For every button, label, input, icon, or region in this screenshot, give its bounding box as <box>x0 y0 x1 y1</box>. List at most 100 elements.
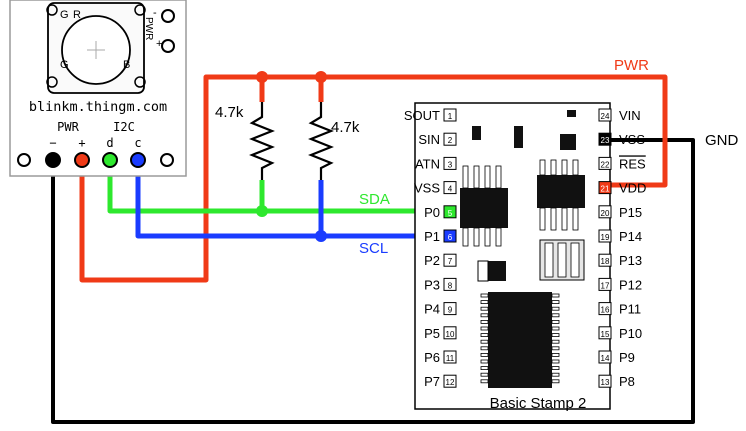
stamp-pin-number-right-22: 22 <box>601 160 610 169</box>
stamp-pin-label-left-8: P3 <box>424 277 440 292</box>
junction-sda <box>256 205 268 217</box>
stamp-pin-number-left-10: 10 <box>446 330 455 339</box>
stamp-pin-label-right-16: P11 <box>619 302 641 317</box>
main-chip-lead-right <box>551 346 560 351</box>
pad-mid-left <box>46 76 58 88</box>
stamp-pin-number-left-2: 2 <box>448 136 453 145</box>
main-chip-lead-left <box>480 352 489 357</box>
resistor-pack-element <box>570 242 580 278</box>
crystal <box>567 110 576 117</box>
main-chip-lead-left <box>480 306 489 311</box>
blinkm-mark-d: d <box>106 136 113 150</box>
stamp-pin-number-left-6: 6 <box>448 233 453 242</box>
eeprom-lead-bottom <box>484 227 491 247</box>
chip2-lead-top <box>572 159 579 176</box>
main-chip-lead-left <box>480 300 489 305</box>
chip2-lead-top <box>550 159 557 176</box>
stamp-pin-label-right-19: P14 <box>619 229 642 244</box>
stamp-pin-rows: 1SOUT2SIN3ATN4VSS5P06P17P28P39P410P511P6… <box>404 108 647 389</box>
main-chip-lead-right <box>551 339 560 344</box>
main-processor-chip <box>488 292 552 388</box>
chip2-lead-top <box>539 159 546 176</box>
main-chip-lead-right <box>551 313 560 318</box>
stamp-pin-label-left-9: P4 <box>424 302 440 317</box>
stamp-pin-label-left-6: P1 <box>424 229 440 244</box>
main-chip-lead-left <box>480 372 489 377</box>
stamp-pin-box-right-24 <box>598 108 612 122</box>
stamp-pin-box-left-1 <box>443 108 457 122</box>
main-chip-lead-right <box>551 293 560 298</box>
blinkm-pin-pwr <box>74 152 90 168</box>
main-chip-lead-right <box>551 372 560 377</box>
stamp-pin-number-right-17: 17 <box>601 281 610 290</box>
stamp-pin-number-left-1: 1 <box>448 112 453 121</box>
main-chip-lead-right <box>551 352 560 357</box>
wires <box>51 74 695 424</box>
stamp-pin-number-right-23: 23 <box>601 136 610 145</box>
stamp-pin-number-left-3: 3 <box>448 160 453 169</box>
blinkm-mark-c: c <box>134 136 141 150</box>
main-chip-lead-left <box>480 313 489 318</box>
main-chip-lead-left <box>480 293 489 298</box>
stamp-pin-box-right-19 <box>598 229 612 243</box>
stamp-pin-label-left-5: P0 <box>424 205 440 220</box>
interpreter-chip-small <box>537 175 585 208</box>
blinkm-pin-sda <box>102 152 118 168</box>
blinkm-pin-g: G <box>60 59 69 71</box>
main-chip-lead-right <box>551 333 560 338</box>
blinkm-i2c-label: I2C <box>113 120 135 134</box>
stamp-pin-label-left-3: ATN <box>415 156 440 171</box>
stamp-pin-box-left-5 <box>443 205 457 219</box>
stamp-pin-box-right-21 <box>598 181 612 195</box>
resistor-2-value: 4.7k <box>331 119 360 136</box>
stamp-pin-number-left-7: 7 <box>448 257 453 266</box>
pwr-wire <box>79 74 668 283</box>
stamp-pin-number-left-11: 11 <box>446 354 455 363</box>
scl-net-label: SCL <box>359 240 388 257</box>
main-chip-lead-right <box>551 300 560 305</box>
eeprom-lead-top <box>495 165 502 189</box>
stamp-pin-label-left-12: P7 <box>424 374 440 389</box>
stamp-pin-label-right-21: VDD <box>619 181 646 196</box>
stamp-pin-number-right-24: 24 <box>601 112 610 121</box>
junctions <box>256 71 327 242</box>
main-chip-lead-left <box>480 346 489 351</box>
stamp-pin-label-left-4: VSS <box>414 181 440 196</box>
main-chip-lead-left <box>480 326 489 331</box>
stamp-pin-label-right-17: P12 <box>619 277 642 292</box>
stamp-pin-number-left-4: 4 <box>448 185 453 194</box>
stamp-pin-box-right-18 <box>598 253 612 267</box>
sda-wire <box>107 160 452 214</box>
stamp-pin-box-right-22 <box>598 156 612 170</box>
main-chip-lead-left <box>480 379 489 384</box>
blinkm-url: blinkm.thingm.com <box>29 99 167 115</box>
stamp-pin-box-left-3 <box>443 156 457 170</box>
stamp-pin-box-right-23 <box>598 132 612 146</box>
blinkm-pwr-label: PWR <box>57 120 79 134</box>
blinkm-pin-gnd <box>45 152 61 168</box>
main-chip-lead-left <box>480 319 489 324</box>
pad-mid-right <box>134 76 146 88</box>
stamp-pin-label-right-18: P13 <box>619 253 642 268</box>
basic-stamp-module: 1SOUT2SIN3ATN4VSS5P06P17P28P39P410P511P6… <box>404 102 647 412</box>
main-chip-lead-right <box>551 326 560 331</box>
main-chip-lead-left <box>480 339 489 344</box>
main-chip-lead-right <box>551 319 560 324</box>
junction-pwr-2 <box>315 71 327 83</box>
stamp-pin-number-right-19: 19 <box>601 233 610 242</box>
resistors <box>249 102 334 180</box>
stamp-pin-label-right-14: P9 <box>619 350 635 365</box>
stamp-pin-box-left-4 <box>443 181 457 195</box>
blinkm-board: G R + PWR - G B blinkm.thingm.com PWR I2… <box>9 0 187 177</box>
junction-pwr-1 <box>256 71 268 83</box>
chip2-lead-bottom <box>550 207 557 231</box>
blinkm-hole-right <box>160 153 174 167</box>
stamp-pin-box-left-11 <box>443 350 457 364</box>
blinkm-hole-left <box>17 153 31 167</box>
stamp-pin-number-right-14: 14 <box>601 354 610 363</box>
resistor-pack-element <box>544 242 554 278</box>
eeprom-lead-bottom <box>495 227 502 247</box>
stamp-pin-box-left-10 <box>443 326 457 340</box>
stamp-pin-box-left-9 <box>443 302 457 316</box>
stamp-pin-label-right-22: RES <box>619 156 646 171</box>
